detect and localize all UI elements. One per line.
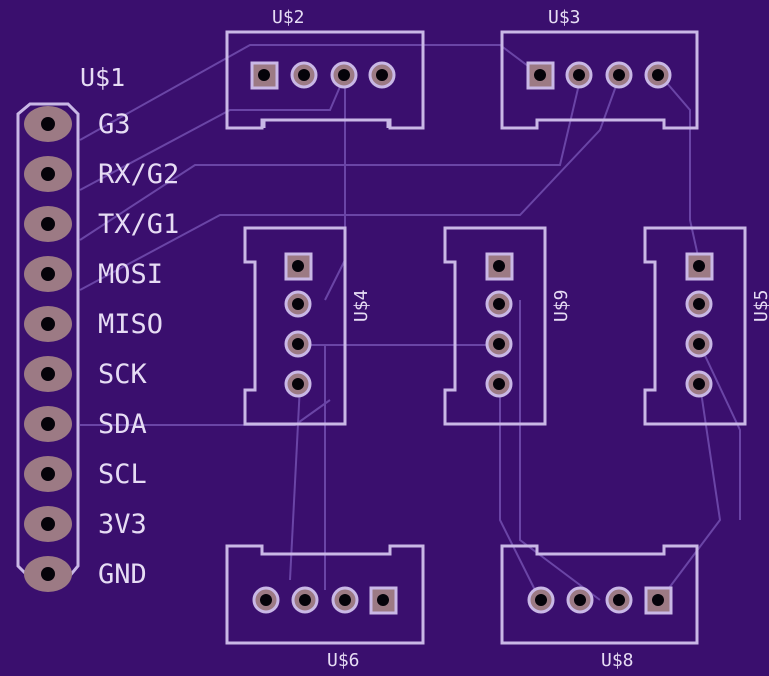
- connector-u2-pin2-hole: [298, 69, 310, 81]
- connector-u4-pin1-pad: [284, 252, 313, 281]
- connector-u3-pin1-hole: [534, 69, 546, 81]
- header-pin-tx-g1-hole: [41, 217, 55, 231]
- connector-u8-outline: [500, 544, 699, 645]
- connector-u2-pin1-hole: [258, 69, 270, 81]
- connector-u5-pin1-hole: [693, 260, 705, 272]
- connector-u3-label: U$3: [548, 7, 581, 28]
- connector-u6-pin4-hole: [260, 594, 272, 606]
- connector-u6-label: U$6: [327, 650, 360, 671]
- header-pin-gnd-hole: [41, 567, 55, 581]
- connector-u4: U$4: [243, 226, 372, 426]
- header-pin-sck-hole: [41, 367, 55, 381]
- header-pin-miso-hole: [41, 317, 55, 331]
- connector-u4-pin3-hole: [292, 338, 304, 350]
- connector-u6-pin2-hole: [339, 594, 351, 606]
- connector-u6-outline: [225, 544, 425, 645]
- connector-u9-pin4-hole: [493, 378, 505, 390]
- header-pin-label-sck: SCK: [98, 359, 148, 390]
- connector-u4-pin1-hole: [292, 260, 304, 272]
- connector-u2-outline: [225, 30, 425, 130]
- header-pin-label-rx-g2: RX/G2: [98, 159, 179, 190]
- header-pin-3v3-hole: [41, 517, 55, 531]
- connector-u8-pin3-hole: [574, 594, 586, 606]
- header-pin-label-miso: MISO: [98, 309, 163, 340]
- connector-u5-pin2-hole: [693, 298, 705, 310]
- connector-u8-pin1-hole: [652, 594, 664, 606]
- connector-u5-pin3-hole: [693, 338, 705, 350]
- connector-u3-pin3-hole: [613, 69, 625, 81]
- connector-u9-pin3-hole: [493, 338, 505, 350]
- connector-u4-pin4-hole: [292, 378, 304, 390]
- connector-u6-pin1-hole: [377, 594, 389, 606]
- header-pin-sda-hole: [41, 417, 55, 431]
- connector-u8: U$8: [500, 544, 699, 671]
- connector-u9-outline: [443, 226, 547, 426]
- connector-u2-pin3-hole: [338, 69, 350, 81]
- connector-u9-label: U$9: [551, 289, 572, 322]
- header-pin-label-mosi: MOSI: [98, 259, 163, 290]
- header-pin-label-sda: SDA: [98, 409, 147, 440]
- connector-u2: U$2: [225, 7, 425, 130]
- header-pin-label-tx-g1: TX/G1: [98, 209, 179, 240]
- connector-u2-label: U$2: [272, 7, 305, 28]
- header-pin-label-3v3: 3V3: [98, 509, 147, 540]
- connector-u8-label: U$8: [601, 650, 634, 671]
- connector-u8-pin4-hole: [535, 594, 547, 606]
- header-pin-g3-hole: [41, 117, 55, 131]
- header-pin-label-gnd: GND: [98, 559, 147, 590]
- connector-u3-pin2-hole: [573, 69, 585, 81]
- header-pins: [24, 106, 72, 592]
- connector-u3-outline: [500, 30, 699, 130]
- connector-u3: U$3: [500, 7, 699, 130]
- connector-u5: U$5: [643, 226, 769, 426]
- traces: [79, 44, 741, 601]
- connector-u9-pin2-hole: [493, 298, 505, 310]
- header-designator: U$1: [80, 63, 125, 92]
- connector-u2-latches: [262, 120, 390, 128]
- connector-u4-outline: [243, 226, 347, 426]
- header-pin-mosi-hole: [41, 267, 55, 281]
- header-pin-scl-hole: [41, 467, 55, 481]
- connector-u6: U$6: [225, 544, 425, 671]
- connector-u5-pin1-pad: [685, 252, 714, 281]
- connector-u4-label: U$4: [351, 289, 372, 322]
- connector-u5-pin4-hole: [693, 378, 705, 390]
- connector-u6-pin3-hole: [299, 594, 311, 606]
- connector-u9-pin1-hole: [493, 260, 505, 272]
- connector-u9: U$9: [443, 226, 572, 426]
- connector-u5-label: U$5: [751, 289, 769, 322]
- connector-u2-pin4-hole: [376, 69, 388, 81]
- header-pin-label-g3: G3: [98, 109, 131, 140]
- connector-u3-pin4-hole: [652, 69, 664, 81]
- header-pin-rx-g2-hole: [41, 167, 55, 181]
- connector-u5-outline: [643, 226, 747, 426]
- connector-u8-pin2-hole: [613, 594, 625, 606]
- connector-u4-pin2-hole: [292, 298, 304, 310]
- header-pin-label-scl: SCL: [98, 459, 147, 490]
